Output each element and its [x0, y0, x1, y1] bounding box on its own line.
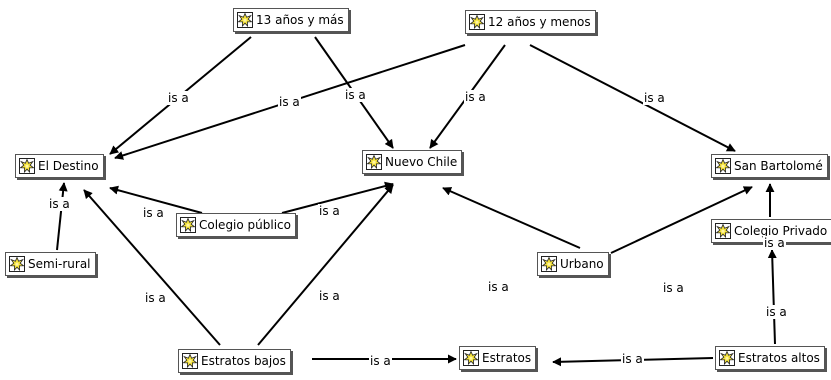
is-a-edge-5	[529, 44, 736, 152]
concept-star-icon	[237, 12, 253, 28]
edge-label: is a	[318, 289, 341, 303]
node-label: Urbano	[560, 257, 604, 271]
node-nuevo-chile[interactable]: Nuevo Chile	[362, 150, 463, 174]
is-a-edge-12	[610, 186, 753, 254]
node-label: El Destino	[38, 159, 99, 173]
node-san-bartolome[interactable]: San Bartolomé	[711, 154, 828, 178]
edge-label: is a	[621, 352, 644, 366]
node-el-destino[interactable]: El Destino	[15, 154, 104, 178]
concept-star-icon	[19, 158, 35, 174]
node-12-anos-y-menos[interactable]: 12 años y menos	[465, 10, 596, 34]
node-label: Nuevo Chile	[385, 155, 458, 169]
concept-star-icon	[366, 154, 382, 170]
edge-label: is a	[369, 354, 392, 368]
concept-star-icon	[541, 256, 557, 272]
edge-label: is a	[344, 88, 367, 102]
edge-label: is a	[765, 305, 788, 319]
edge-label: is a	[48, 197, 71, 211]
node-colegio-publico[interactable]: Colegio público	[176, 213, 296, 237]
node-13-anos-y-mas[interactable]: 13 años y más	[233, 8, 349, 32]
concept-star-icon	[715, 158, 731, 174]
concept-star-icon	[463, 350, 479, 366]
concept-star-icon	[180, 217, 196, 233]
edge-label: is a	[763, 236, 786, 250]
node-label: Colegio público	[199, 218, 291, 232]
is-a-edge-14	[767, 249, 777, 345]
concept-star-icon	[715, 223, 731, 239]
edge-label: is a	[643, 91, 666, 105]
is-a-edge-10	[257, 184, 394, 346]
edge-label: is a	[142, 206, 165, 220]
concept-star-icon	[719, 350, 735, 366]
node-colegio-privado[interactable]: Colegio Privado	[711, 219, 831, 243]
concept-star-icon	[469, 14, 485, 30]
is-a-edge-9	[83, 189, 221, 346]
edge-label: is a	[464, 90, 487, 104]
node-estratos-bajos[interactable]: Estratos bajos	[178, 349, 291, 373]
edge-label: is a	[278, 95, 301, 109]
node-label: Semi-rural	[28, 257, 91, 271]
edge-label: is a	[318, 204, 341, 218]
node-label: Colegio Privado	[734, 224, 828, 238]
node-label: Estratos	[482, 351, 532, 365]
edge-label: is a	[662, 281, 685, 295]
node-label: 13 años y más	[256, 13, 344, 27]
is-a-edge-6	[56, 182, 68, 251]
node-label: 12 años y menos	[488, 15, 591, 29]
edge-label: is a	[144, 291, 167, 305]
is-a-edge-8	[281, 181, 394, 214]
node-label: San Bartolomé	[734, 159, 823, 173]
concept-star-icon	[182, 353, 198, 369]
is-a-edge-11	[442, 187, 581, 249]
node-label: Estratos bajos	[201, 354, 286, 368]
node-label: Estratos altos	[738, 351, 820, 365]
edge-label: is a	[167, 91, 190, 105]
node-semi-rural[interactable]: Semi-rural	[5, 252, 96, 276]
concept-star-icon	[9, 256, 25, 272]
node-urbano[interactable]: Urbano	[537, 252, 609, 276]
is-a-edge-7	[109, 185, 203, 214]
node-estratos[interactable]: Estratos	[459, 346, 537, 370]
node-estratos-altos[interactable]: Estratos altos	[715, 346, 825, 370]
edge-label: is a	[487, 280, 510, 294]
